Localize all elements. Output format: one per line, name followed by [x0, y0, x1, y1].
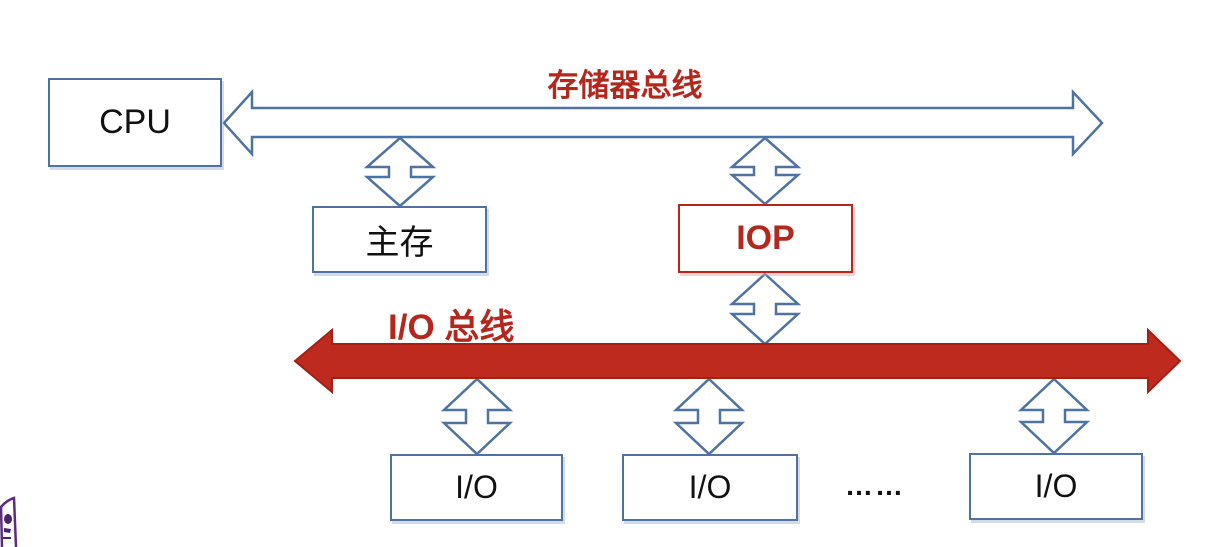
main-memory-box: 主存	[312, 206, 487, 273]
io-device-label-1: I/O	[455, 469, 498, 505]
iop-to-iobus-arrow	[728, 272, 802, 346]
main-memory-label: 主存	[365, 224, 434, 262]
io-devices-ellipsis: ……	[845, 470, 905, 501]
iop-label: IOP	[736, 219, 795, 257]
iobus-to-io2-arrow	[672, 377, 746, 456]
iobus-to-io3-arrow	[1017, 377, 1091, 455]
io-device-label-3: I/O	[1034, 468, 1078, 504]
io-bus-arrow	[293, 327, 1182, 395]
io-device-box-1: I/O	[390, 454, 563, 521]
cpu-box: CPU	[48, 78, 222, 167]
memory-bus-arrow	[222, 88, 1104, 158]
io-device-label-2: I/O	[688, 469, 732, 505]
cpu-label: CPU	[99, 103, 171, 141]
membus-to-mainmemory-arrow	[363, 136, 437, 208]
iop-box: IOP	[678, 204, 853, 273]
io-device-box-3: I/O	[969, 453, 1143, 520]
memory-bus-label: 存储器总线	[547, 68, 703, 103]
io-device-box-2: I/O	[622, 454, 798, 521]
corner-emblem-icon	[0, 496, 18, 547]
io-bus-label: I/O 总线	[388, 308, 515, 347]
iobus-to-io1-arrow	[440, 377, 514, 456]
membus-to-iop-arrow	[728, 136, 802, 206]
